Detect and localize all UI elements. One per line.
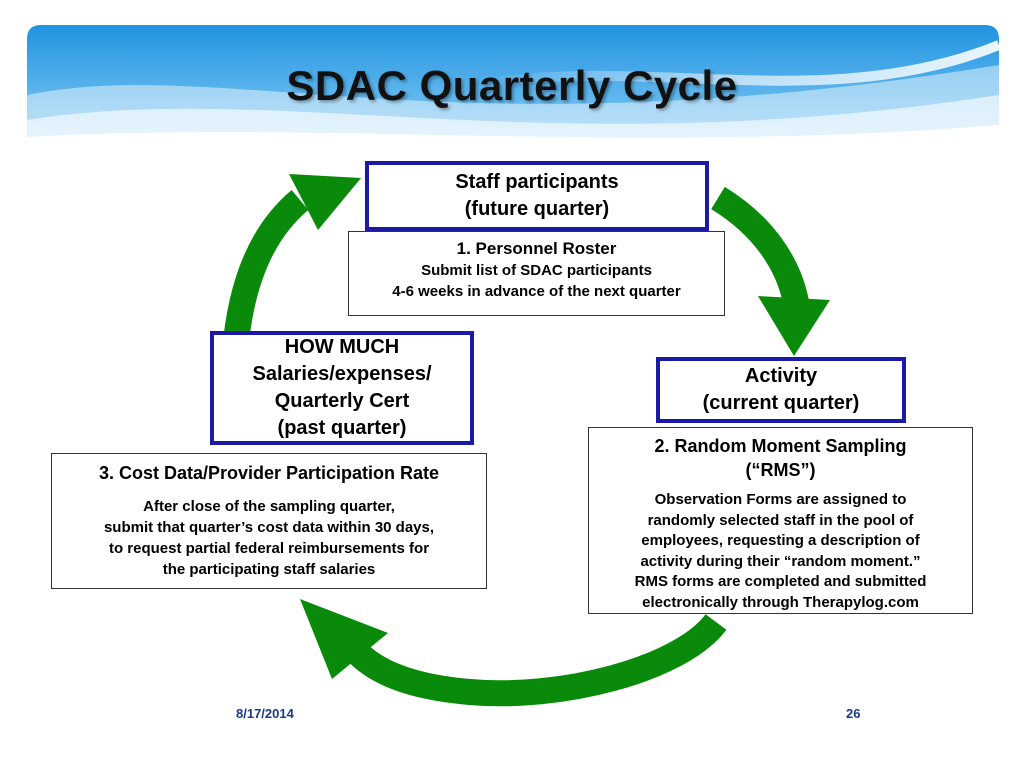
cost-heading: 3. Cost Data/Provider Participation Rate [98,463,440,483]
staff-line-2: (future quarter) [464,198,610,220]
rms-line-6: electronically through Therapylog.com [642,593,919,611]
rms-heading-1: 2. Random Moment Sampling [654,436,907,456]
rms-line-3: employees, requesting a description of [641,532,920,549]
cost-line-3: to request partial federal reimbursement… [108,540,430,557]
roster-line-2: 4-6 weeks in advance of the next quarter [392,283,681,300]
activity-line-1: Activity [744,365,818,387]
rms-heading-2: (“RMS”) [745,460,816,480]
how-much-box: HOW MUCH Salaries/expenses/ Quarterly Ce… [210,331,474,445]
rms-line-4: activity during their “random moment.” [640,552,921,570]
how-much-line-2: Salaries/expenses/ [252,363,432,385]
arrow-to-staff-head [289,174,361,230]
header-banner [27,25,999,150]
how-much-line-1: HOW MUCH [284,336,400,358]
arrow-to-activity [711,186,809,305]
activity-box: Activity (current quarter) [656,357,906,423]
cost-line-4: the participating staff salaries [162,561,376,578]
arrow-to-staff [222,190,309,354]
arrow-to-activity-head [758,296,830,356]
arrow-to-cost [345,613,727,707]
roster-line-1: Submit list of SDAC participants [421,262,652,279]
rms-line-5: RMS forms are completed and submitted [634,573,927,590]
cost-line-1: After close of the sampling quarter, [143,498,395,515]
staff-participants-box: Staff participants (future quarter) [365,161,709,231]
personnel-roster-info: 1. Personnel Roster Submit list of SDAC … [348,231,725,316]
footer-date: 8/17/2014 [236,706,294,721]
rms-line-2: randomly selected staff in the pool of [647,511,914,529]
how-much-line-3: Quarterly Cert [274,390,410,412]
roster-heading: 1. Personnel Roster [456,239,617,258]
arrow-to-cost-head [300,599,388,679]
how-much-line-4: (past quarter) [277,417,407,439]
staff-line-1: Staff participants [455,171,619,193]
cost-line-2: submit that quarter’s cost data within 3… [103,519,435,536]
page-number: 26 [846,706,861,721]
header-wave-graphic [27,25,999,150]
page-title: SDAC Quarterly Cycle [286,62,738,109]
rms-info: 2. Random Moment Sampling (“RMS”) Observ… [588,427,973,614]
activity-line-2: (current quarter) [702,392,860,414]
rms-line-1: Observation Forms are assigned to [654,491,907,508]
cost-data-info: 3. Cost Data/Provider Participation Rate… [51,453,487,589]
